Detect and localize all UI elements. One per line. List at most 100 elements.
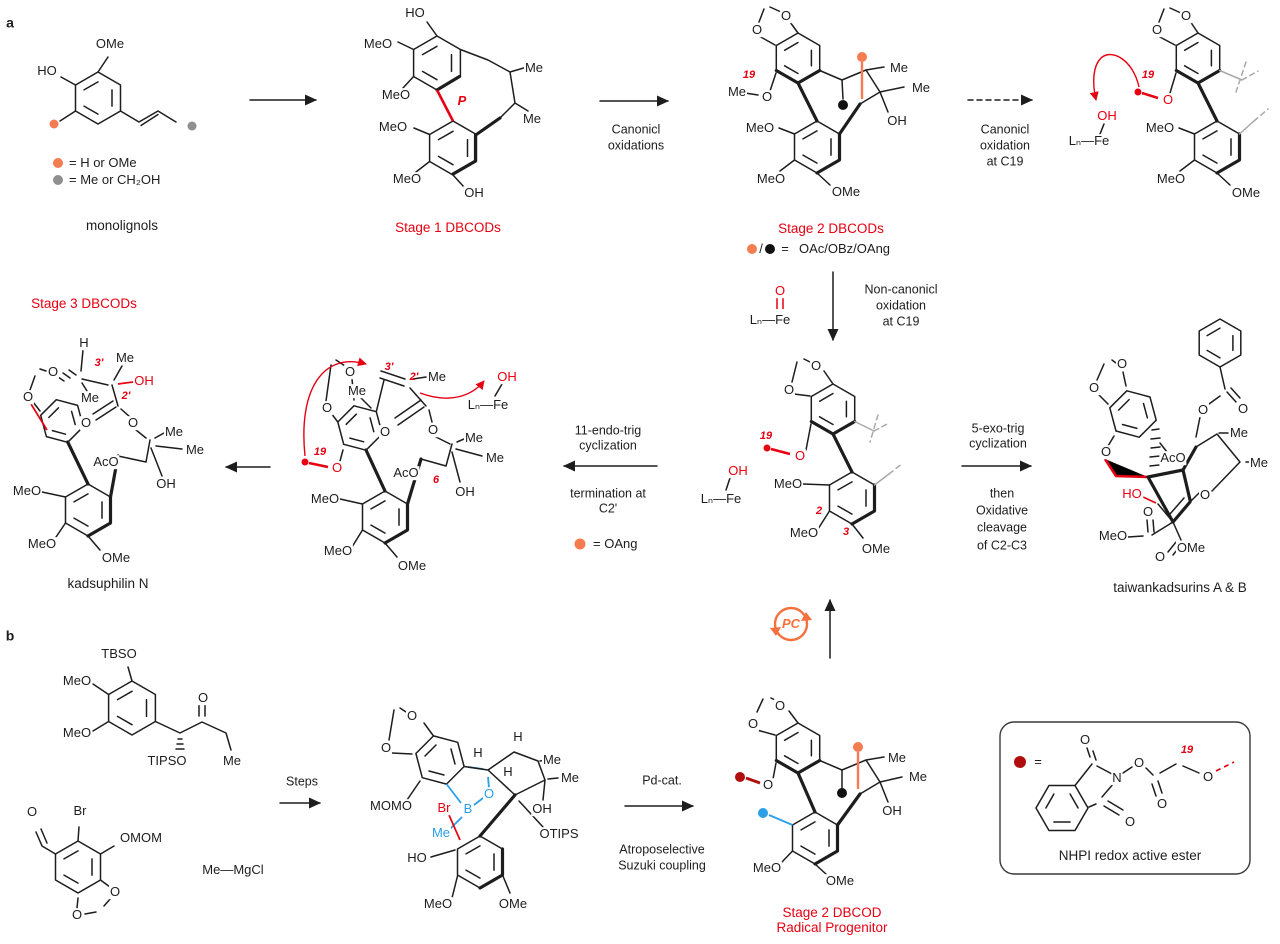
- axial-biaryl-bond: [435, 89, 455, 122]
- benzene-ring: [1109, 390, 1157, 438]
- atom-label: MeO: [1155, 171, 1187, 187]
- atom-label: MeO: [380, 87, 412, 103]
- stage1-structure: [397, 21, 529, 188]
- atom-label: HO: [1121, 486, 1143, 502]
- atom-label: OH: [727, 463, 749, 479]
- arrow-text: Atroposelective: [619, 842, 705, 857]
- photocatalyst-label: PC: [781, 616, 801, 632]
- boron-methyl-bond: [449, 816, 463, 830]
- atom-label: MeO: [309, 491, 341, 507]
- atom-label: O: [25, 804, 39, 820]
- iron-complex-label: Lₙ—Fe: [748, 312, 792, 328]
- atom-label: O: [1141, 504, 1155, 520]
- atom-label: O: [1161, 92, 1175, 108]
- atom-label: H: [512, 729, 524, 745]
- atom-label: O: [330, 460, 344, 476]
- grignard-reagent-label: Me—MgCl: [201, 862, 265, 878]
- attachment-dashed-bond: [1215, 761, 1235, 772]
- orange-legend-dot: [53, 158, 63, 168]
- atom-label: OMOM: [119, 830, 163, 846]
- caption-stage3: Stage 3 DBCODs: [31, 295, 137, 311]
- atom-label: Me: [559, 770, 581, 786]
- atom-label: O: [79, 415, 93, 431]
- radical-dot: [301, 458, 309, 466]
- atom-label: MeO: [362, 36, 394, 52]
- boronate-ring-bonds: [445, 766, 490, 806]
- arrow-text: at C19: [882, 314, 920, 329]
- atom-label: OH: [531, 801, 553, 817]
- arrow-text: at C19: [986, 154, 1024, 169]
- locant-c2: 2: [815, 505, 823, 518]
- atom-label: O: [1155, 796, 1169, 812]
- atom-label: O: [1150, 22, 1164, 38]
- atom-label: OH: [886, 113, 908, 129]
- atom-label: OMe: [1230, 185, 1262, 201]
- atom-label: MeO: [391, 171, 423, 187]
- radical-progenitor-structure: [735, 697, 903, 876]
- atom-label: OH: [881, 803, 903, 819]
- atom-label: MeO: [377, 119, 409, 135]
- atom-label: Me: [910, 80, 932, 96]
- legend-oang: = OAng: [593, 536, 638, 552]
- arrow-text: Oxidative: [975, 503, 1029, 518]
- arrow-text: termination at: [570, 486, 646, 501]
- atom-label: O: [70, 907, 84, 923]
- atom-label: O: [21, 389, 35, 405]
- atom-label: O: [126, 415, 140, 431]
- atom-label: B: [462, 801, 474, 817]
- radical-oxygen-bond: [1141, 91, 1159, 100]
- atom-label: OMe: [824, 873, 856, 889]
- atom-label: O: [426, 422, 440, 438]
- atom-label: MeO: [772, 476, 804, 492]
- arrow-text: oxidation: [979, 138, 1031, 153]
- atom-label: MeO: [322, 543, 354, 559]
- cyclization-intermediate-structure: [301, 357, 503, 558]
- atom-label: HO: [406, 850, 428, 866]
- hat-termination-arrow: [419, 380, 485, 399]
- benzene-ring: [74, 71, 122, 125]
- atom-label: OH: [463, 185, 485, 201]
- fe-oxo-double-bond: [776, 298, 784, 309]
- caption-stage1: Stage 1 DBCODs: [395, 219, 501, 235]
- atom-label: O: [405, 708, 419, 724]
- orange-legend-dot: [747, 244, 757, 254]
- locant-c19: 19: [1180, 744, 1194, 757]
- gray-legend-dot: [53, 175, 63, 185]
- caption-stage2: Stage 2 DBCODs: [778, 220, 884, 236]
- arrow-text: Canonicl: [980, 122, 1030, 137]
- orange-substituent-dot: [49, 119, 59, 129]
- atom-label: O: [1179, 8, 1193, 24]
- atom-label: OH: [133, 373, 155, 389]
- atom-label: O: [773, 283, 787, 299]
- arrow-text: cyclization: [969, 436, 1027, 451]
- atom-label: Me: [184, 442, 206, 458]
- atom-label: TIPSO: [146, 753, 188, 769]
- photocatalyst-icon: [770, 606, 812, 642]
- atom-label: O: [773, 698, 787, 714]
- atom-label: MeO: [61, 673, 93, 689]
- arrow-11-endo-trig: [563, 460, 658, 550]
- black-substituent-dot: [838, 100, 848, 110]
- black-legend-dot: [765, 244, 775, 254]
- caption-monolignols: monolignols: [85, 217, 159, 233]
- arrow-text: of C2-C3: [976, 538, 1028, 553]
- atom-label: AcO: [92, 454, 120, 470]
- atom-label: MeO: [422, 896, 454, 912]
- arrow-text: Pd-cat.: [642, 773, 682, 788]
- atom-label: Me: [114, 350, 136, 366]
- atom-label: HO: [36, 63, 58, 79]
- benzene-ring: [1035, 784, 1089, 832]
- atom-label: O: [343, 364, 357, 380]
- atom-label: Me: [430, 825, 452, 841]
- legend-gray: = Me or CH₂OH: [69, 172, 161, 188]
- central-radical-structure: [725, 358, 904, 539]
- axial-chirality-label: P: [457, 93, 467, 109]
- atom-label: O: [1153, 549, 1167, 565]
- atom-label: HO: [404, 5, 426, 21]
- atom-label: O: [760, 89, 774, 105]
- atom-label: Me: [541, 752, 563, 768]
- atom-label: O: [46, 364, 60, 380]
- atom-label: O: [746, 716, 760, 732]
- atom-label: O: [779, 8, 793, 24]
